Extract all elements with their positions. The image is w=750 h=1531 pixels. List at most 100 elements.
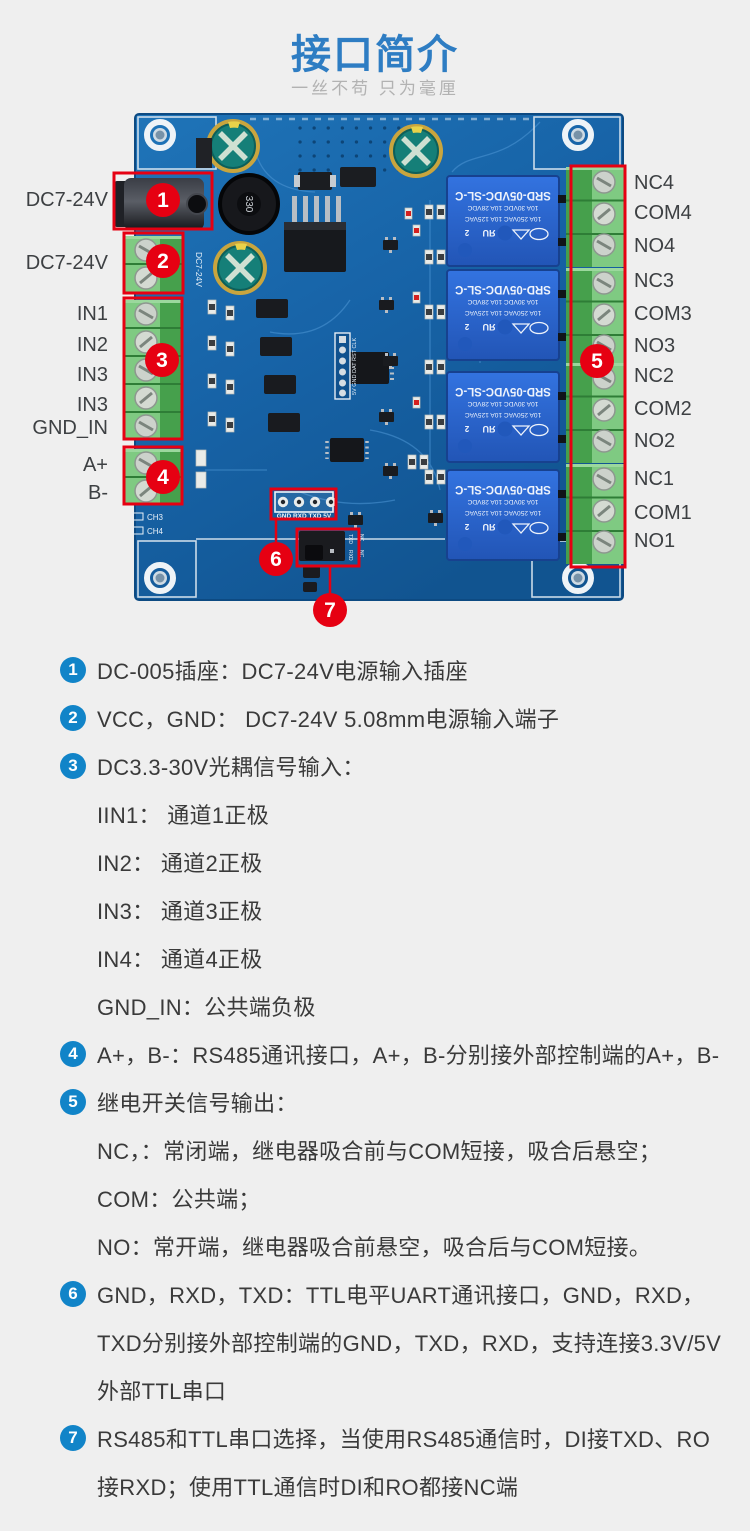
label-nc1: NC1	[634, 468, 674, 490]
callout-box-6	[269, 487, 338, 521]
label-in1: IN1	[77, 303, 108, 325]
label-a-plus: A+	[83, 454, 108, 476]
legend-text: 接RXD；使用TTL通信时DI和RO都接NC端	[97, 1475, 519, 1500]
legend-badge-3: 3	[60, 753, 86, 779]
uart-header-label: GND RXD TXD 5V	[277, 513, 332, 520]
relay-1	[446, 469, 560, 561]
label-dc-jack: DC7-24V	[26, 189, 109, 211]
label-no2: NO2	[634, 430, 675, 452]
smd-resistor-large	[294, 172, 336, 190]
legend-item-3: 3 DC3.3-30V光耦信号输入：	[60, 742, 727, 790]
terminal-block-ch1	[566, 464, 626, 564]
ch4-label: CH4	[147, 527, 164, 536]
legend-subitem: COM：公共端；	[97, 1174, 727, 1222]
legend-text: 继电开关信号输出：	[97, 1091, 298, 1116]
svg-text:3: 3	[156, 349, 168, 372]
legend-subitem: NO：常开端，继电器吸合前悬空，吸合后与COM短接。	[97, 1222, 727, 1270]
label-com3: COM3	[634, 303, 692, 325]
legend-subitem: IN3： 通道3正极	[97, 886, 727, 934]
legend-text: IN4： 通道4正极	[97, 947, 263, 972]
legend-subitem: IN4： 通道4正极	[97, 934, 727, 982]
label-com2: COM2	[634, 398, 692, 420]
legend-subitem: NC，：常闭端，继电器吸合前与COM短接，吸合后悬空；	[97, 1126, 727, 1174]
interface-legend: 1 DC-005插座：DC7-24V电源输入插座 2 VCC，GND： DC7-…	[60, 646, 727, 1510]
legend-text: IIN1： 通道1正极	[97, 803, 269, 828]
legend-badge-1: 1	[60, 657, 86, 683]
callout-box-4	[122, 445, 184, 506]
program-header-label: 5V GND DAT RST CLK	[352, 338, 358, 395]
label-in2: IN2	[77, 334, 108, 356]
label-com4: COM4	[634, 202, 692, 224]
port-labels-left: DC7-24V DC7-24V IN1 IN2 IN3 IN3 GND_IN A…	[26, 189, 109, 504]
legend-continuation: 外部TTL串口	[97, 1366, 727, 1414]
legend-text: DC-005插座：DC7-24V电源输入插座	[97, 659, 468, 684]
relay-4	[446, 175, 560, 267]
jumper-label-rxd: RXD	[347, 550, 353, 561]
callout-1: 1	[146, 183, 180, 217]
legend-text: A+，B-：RS485通讯接口，A+，B-分别接外部控制端的A+，B-	[97, 1043, 720, 1068]
terminal-block-ch4	[566, 167, 626, 267]
label-in4: IN3	[77, 394, 108, 416]
uart-header: GND RXD TXD 5V	[274, 491, 337, 520]
label-com1: COM1	[634, 502, 692, 524]
callout-2: 2	[146, 244, 180, 278]
legend-item-5: 5 继电开关信号输出：	[60, 1078, 727, 1126]
callout-box-5	[569, 164, 627, 569]
mounting-holes	[144, 119, 594, 594]
legend-text: VCC，GND： DC7-24V 5.08mm电源输入端子	[97, 707, 560, 732]
legend-badge-6: 6	[60, 1281, 86, 1307]
port-labels-right: NC4 COM4 NO4 NC3 COM3 NO3 NC2 COM2 NO2 N…	[634, 172, 692, 552]
pcb-board: 330	[115, 113, 626, 601]
svg-text:5: 5	[591, 350, 603, 373]
legend-text: DC3.3-30V光耦信号输入：	[97, 755, 365, 780]
optocouplers	[256, 299, 300, 432]
legend-subitem: IN2： 通道2正极	[97, 838, 727, 886]
legend-text: TXD分别接外部控制端的GND，TXD，RXD，支持连接3.3V/5V	[97, 1331, 722, 1356]
legend-item-1: 1 DC-005插座：DC7-24V电源输入插座	[60, 646, 727, 694]
callout-3: 3	[145, 343, 179, 377]
legend-badge-4: 4	[60, 1041, 86, 1067]
legend-continuation: 接RXD；使用TTL通信时DI和RO都接NC端	[97, 1462, 727, 1510]
legend-item-2: 2 VCC，GND： DC7-24V 5.08mm电源输入端子	[60, 694, 727, 742]
legend-text: 外部TTL串口	[97, 1379, 227, 1404]
soic8-ic-bottom	[325, 438, 369, 462]
legend-text: GND_IN：公共端负极	[97, 995, 316, 1020]
svg-text:7: 7	[324, 599, 336, 622]
legend-text: NO：常开端，继电器吸合前悬空，吸合后与COM短接。	[97, 1235, 652, 1260]
legend-item-7: 7 RS485和TTL串口选择，当使用RS485通信时，DI接TXD、RO	[60, 1414, 727, 1462]
smd-components	[195, 138, 446, 528]
callout-box-2	[122, 231, 185, 295]
page-title: 接口简介	[291, 33, 459, 77]
relay-3	[446, 269, 560, 361]
silkscreen-power-label: DC7-24V	[194, 252, 204, 287]
legend-badge-5: 5	[60, 1089, 86, 1115]
jumper-block: TXD NC RXD NC	[299, 531, 364, 592]
callout-7: 7	[313, 593, 347, 627]
legend-subitem: GND_IN：公共端负极	[97, 982, 727, 1030]
callout-6: 6	[259, 542, 293, 576]
inductor-value: 330	[243, 196, 254, 213]
legend-text: RS485和TTL串口选择，当使用RS485通信时，DI接TXD、RO	[97, 1427, 711, 1452]
legend-badge-2: 2	[60, 705, 86, 731]
jumper-label-nc1: NC	[358, 534, 364, 542]
svg-text:4: 4	[157, 466, 169, 489]
ch3-label: CH3	[147, 513, 164, 522]
legend-text: IN2： 通道2正极	[97, 851, 263, 876]
legend-text: COM：公共端；	[97, 1187, 261, 1212]
callout-4: 4	[146, 460, 180, 494]
relay-pads	[558, 195, 567, 541]
svg-text:6: 6	[270, 548, 282, 571]
legend-text: NC，：常闭端，继电器吸合前与COM短接，吸合后悬空；	[97, 1139, 662, 1164]
page-subtitle: 一丝不苟 只为毫厘	[291, 79, 459, 98]
callout-boxes	[112, 164, 627, 594]
label-dc-terminal: DC7-24V	[26, 252, 109, 274]
legend-item-6: 6 GND，RXD，TXD：TTL电平UART通讯接口，GND，RXD，	[60, 1270, 727, 1318]
label-in3: IN3	[77, 364, 108, 386]
terminal-block-ch2	[566, 363, 626, 463]
legend-text: GND，RXD，TXD：TTL电平UART通讯接口，GND，RXD，	[97, 1283, 705, 1308]
channel-led-labels: CH3 CH4	[132, 512, 164, 536]
label-b-minus: B-	[88, 482, 108, 504]
legend-continuation: TXD分别接外部控制端的GND，TXD，RXD，支持连接3.3V/5V	[97, 1318, 727, 1366]
program-header: 5V GND DAT RST CLK	[334, 332, 358, 400]
